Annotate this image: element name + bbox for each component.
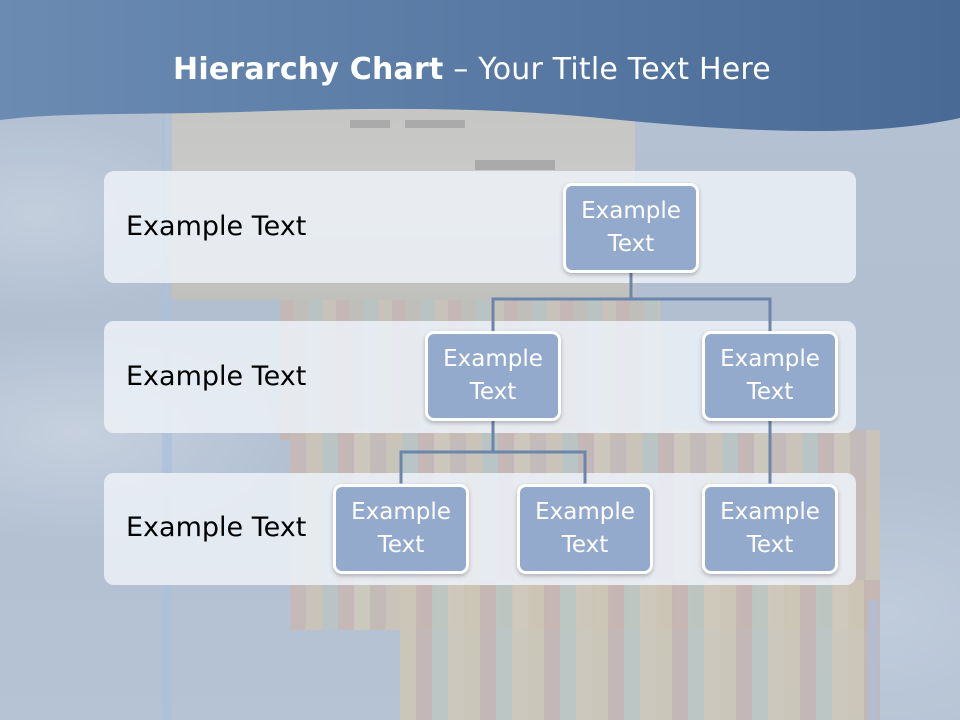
node-level3-left[interactable]: Example Text	[333, 484, 469, 574]
node-level2-right-label: Example Text	[720, 346, 820, 405]
level-band-1	[104, 171, 856, 283]
connector-root-to-level2	[491, 271, 772, 332]
node-root-label: Example Text	[581, 198, 681, 257]
title-banner	[0, 0, 960, 132]
node-level2-right[interactable]: Example Text	[702, 331, 838, 421]
node-level2-left-label: Example Text	[443, 346, 543, 405]
node-level3-middle-label: Example Text	[535, 499, 635, 558]
slide-title-bold: Hierarchy Chart	[173, 52, 444, 87]
node-level2-left[interactable]: Example Text	[425, 331, 561, 421]
level-label-1: Example Text	[126, 211, 307, 242]
node-level3-left-label: Example Text	[351, 499, 451, 558]
level-label-2: Example Text	[126, 361, 307, 392]
node-root[interactable]: Example Text	[563, 183, 699, 273]
node-level3-middle[interactable]: Example Text	[517, 484, 653, 574]
slide-title: Hierarchy Chart – Your Title Text Here	[0, 52, 944, 87]
node-level3-right[interactable]: Example Text	[702, 484, 838, 574]
level-label-3: Example Text	[126, 512, 307, 543]
slide-title-rest: – Your Title Text Here	[443, 52, 771, 87]
connector-level2-left-to-level3	[399, 420, 587, 484]
node-level3-right-label: Example Text	[720, 499, 820, 558]
